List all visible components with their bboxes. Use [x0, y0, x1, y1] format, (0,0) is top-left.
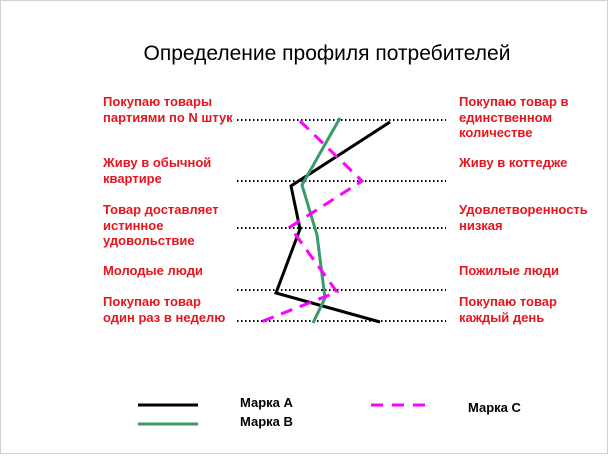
legend-label-b: Марка В — [240, 414, 293, 429]
right-label-1: Покупаю товар в единственном количестве — [459, 94, 569, 140]
profile-brand-b — [300, 117, 342, 324]
right-label-2: Живу в коттедже — [459, 155, 568, 170]
left-label-4: Молодые люди — [103, 263, 203, 278]
right-label-4: Пожилые люди — [459, 263, 559, 278]
page-title: Определение профиля потребителей — [143, 42, 511, 65]
left-label-3: Товар доставляет истинное удовольствие — [103, 202, 219, 248]
legend-label-a: Марка А — [240, 395, 293, 410]
left-label-1: Покупаю товары партиями по N штук — [103, 94, 233, 125]
legend-label-c: Марка С — [468, 400, 521, 415]
left-label-5: Покупаю товар один раз в неделю — [103, 294, 226, 325]
right-label-3: Удовлетворенность низкая — [459, 202, 588, 233]
left-label-2: Живу в обычной квартире — [103, 155, 212, 186]
profile-brand-c — [257, 119, 365, 325]
right-label-5: Покупаю товар каждый день — [459, 294, 557, 325]
